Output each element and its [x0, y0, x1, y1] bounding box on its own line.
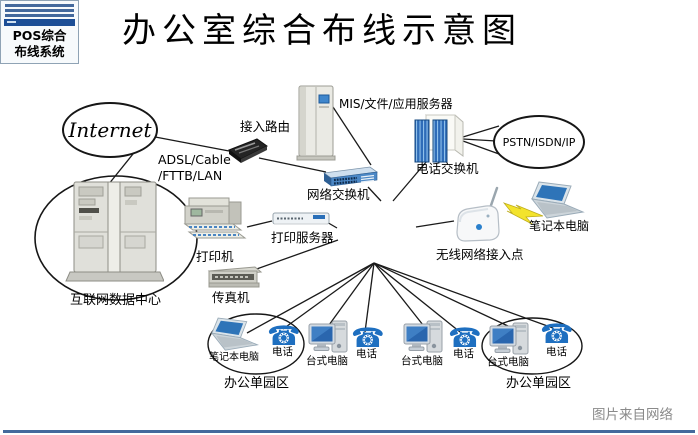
pstn-cloud: PSTN/ISDN/IP — [493, 115, 585, 169]
idc-label: 互联网数据中心 — [70, 293, 162, 308]
phone-label: 电话 — [356, 348, 377, 360]
laptop-wireless-icon — [530, 181, 587, 225]
phone-label: 电话 — [272, 346, 293, 358]
wireless-ap-icon — [450, 186, 506, 250]
access-router-label: 接入路由 — [240, 119, 291, 134]
office-zone-2-label: 办公单园区 — [506, 376, 572, 391]
wireless-signal-icon — [502, 200, 545, 232]
phone-icon: ☎ — [267, 321, 301, 352]
pbx-label: 电话交换机 — [416, 161, 479, 176]
pos-label-line1: POS综合 — [12, 28, 67, 43]
phone-icon: ☎ — [448, 323, 482, 354]
access-router-icon — [226, 135, 270, 171]
internet-cloud: Internet — [62, 102, 158, 158]
print-server-icon — [271, 210, 331, 233]
phone-icon: ☎ — [351, 323, 385, 354]
pos-title-bar — [4, 19, 75, 26]
print-server-label: 打印服务器 — [271, 230, 334, 245]
workstation-label: 台式电脑 — [401, 355, 443, 367]
network-switch-label: 网络交换机 — [307, 187, 370, 202]
mis-server-icon — [296, 84, 336, 166]
phone-label: 电话 — [546, 346, 567, 358]
fax-label: 传真机 — [212, 290, 250, 305]
fax-icon — [205, 263, 263, 294]
workstation-label: 笔记本电脑 — [209, 352, 259, 363]
printer-label: 打印机 — [196, 249, 234, 264]
desktop-icon — [489, 322, 531, 363]
wireless-ap-label: 无线网络接入点 — [436, 247, 524, 262]
workstation-label: 台式电脑 — [487, 356, 529, 368]
idc-racks-icon — [64, 180, 165, 294]
laptop-icon — [210, 316, 261, 358]
network-switch-icon — [321, 163, 379, 192]
pos-label-line2: 布线系统 — [14, 44, 65, 60]
adsl-line2: /FTTB/LAN — [158, 167, 223, 183]
pos-stripes — [1, 1, 78, 17]
workstation-label: 台式电脑 — [306, 355, 348, 367]
phone-label: 电话 — [453, 348, 474, 360]
adsl-link-label: ADSL/Cable /FTTB/LAN — [158, 152, 231, 183]
laptop-wireless-label: 笔记本电脑 — [529, 219, 590, 233]
office-zone-2-ellipse — [481, 317, 583, 375]
desktop-icon — [403, 320, 445, 361]
desktop-icon — [308, 320, 350, 361]
watermark-text: 图片来自网络 — [592, 407, 673, 423]
adsl-line1: ADSL/Cable — [158, 152, 231, 167]
pstn-label: PSTN/ISDN/IP — [502, 135, 576, 149]
phone-icon: ☎ — [540, 319, 574, 350]
printer-icon — [183, 196, 249, 254]
internet-label: Internet — [68, 118, 152, 142]
mis-server-label: MIS/文件/应用服务器 — [339, 97, 453, 111]
pos-bottom-stripe — [3, 430, 695, 433]
office-zone-1-label: 办公单园区 — [224, 376, 290, 391]
pbx-icon — [409, 112, 465, 168]
office-zone-1-ellipse — [207, 313, 305, 375]
page-title: 办公室综合布线示意图 — [122, 11, 522, 51]
